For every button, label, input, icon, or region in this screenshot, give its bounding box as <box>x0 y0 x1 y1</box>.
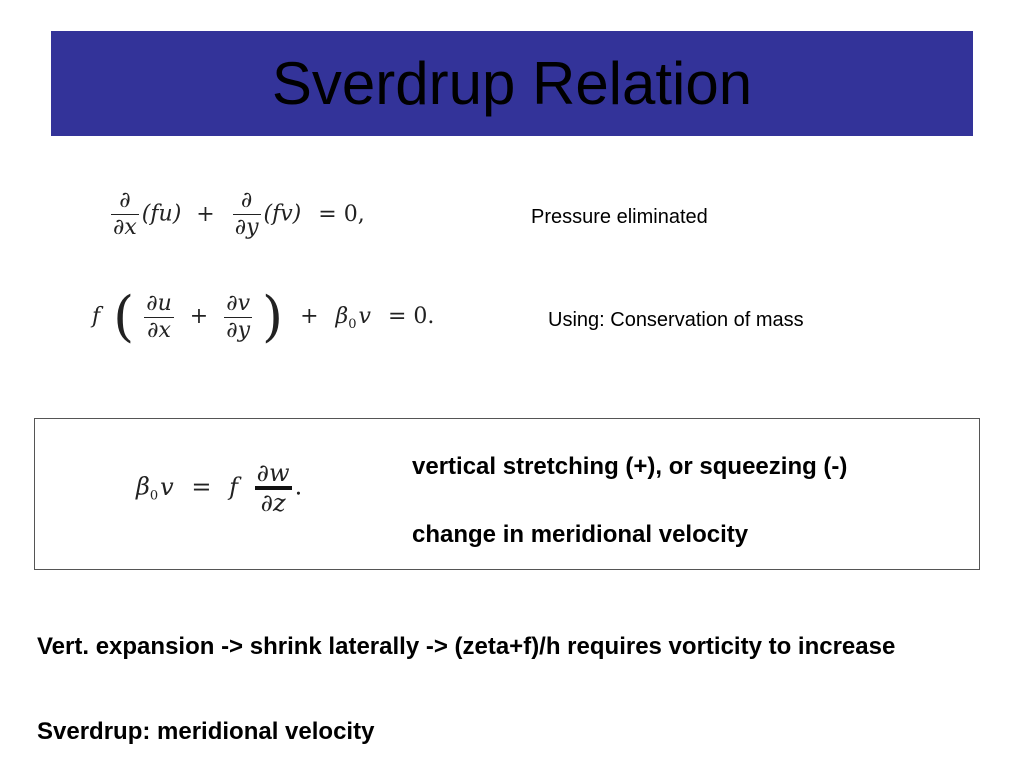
period: . <box>294 472 303 501</box>
symbol-v: v <box>160 472 174 501</box>
fraction-dv-dy: ∂v ∂y <box>224 290 253 344</box>
symbol-f: f <box>229 472 238 501</box>
frac-den: ∂z <box>260 489 286 517</box>
frac-num: ∂ <box>232 188 261 215</box>
frac-den: ∂x <box>147 317 171 343</box>
frac-num: ∂w <box>254 460 292 490</box>
fraction-du-dx: ∂u ∂x <box>144 291 174 344</box>
equals-sign: = <box>191 472 212 501</box>
frac-den: ∂y <box>226 317 251 343</box>
frac-num: ∂v <box>224 290 253 318</box>
plus-sign: + <box>196 201 215 227</box>
term-fv: (fv) <box>263 201 302 227</box>
equals-zero: = 0, <box>318 201 365 227</box>
slide-title: Sverdrup Relation <box>271 50 753 117</box>
symbol-f: f <box>92 304 101 329</box>
symbol-beta: β <box>136 472 150 501</box>
label-meridional-velocity-change: change in meridional velocity <box>412 521 749 548</box>
label-vertical-stretching: vertical stretching (+), or squeezing (-… <box>412 453 848 480</box>
plus-sign: + <box>189 304 209 329</box>
plus-sign: + <box>300 304 319 329</box>
term-fu: (fu) <box>141 201 182 227</box>
note-conservation-of-mass: Using: Conservation of mass <box>548 309 804 331</box>
frac-den: ∂y <box>234 215 259 240</box>
equation-divergence: f ( ∂u ∂x + ∂v ∂y ) + β0v = 0. <box>92 290 434 344</box>
equation-sverdrup: β0v = f ∂w ∂z . <box>136 460 302 516</box>
equation-continuity: ∂ ∂x (fu) + ∂ ∂y (fv) = 0, <box>108 188 365 241</box>
beta-subscript: 0 <box>348 317 357 332</box>
frac-den: ∂x <box>113 215 137 240</box>
fraction-dw-dz: ∂w ∂z <box>254 460 292 517</box>
note-pressure-eliminated: Pressure eliminated <box>531 206 708 228</box>
text-vertical-expansion: Vert. expansion -> shrink laterally -> (… <box>37 633 896 660</box>
equals-zero: = 0. <box>387 304 435 329</box>
frac-num: ∂ <box>111 188 139 215</box>
symbol-beta: β <box>335 304 349 329</box>
title-bar: Sverdrup Relation <box>51 31 973 136</box>
left-paren: ( <box>113 285 135 348</box>
fraction-d-dy: ∂ ∂y <box>232 188 261 241</box>
right-paren: ) <box>262 285 284 348</box>
fraction-d-dx: ∂ ∂x <box>111 188 139 241</box>
highlight-box <box>34 418 980 570</box>
frac-num: ∂u <box>144 290 174 318</box>
beta-subscript: 0 <box>149 488 159 504</box>
text-sverdrup-meridional: Sverdrup: meridional velocity <box>37 718 375 745</box>
symbol-v: v <box>358 304 371 329</box>
